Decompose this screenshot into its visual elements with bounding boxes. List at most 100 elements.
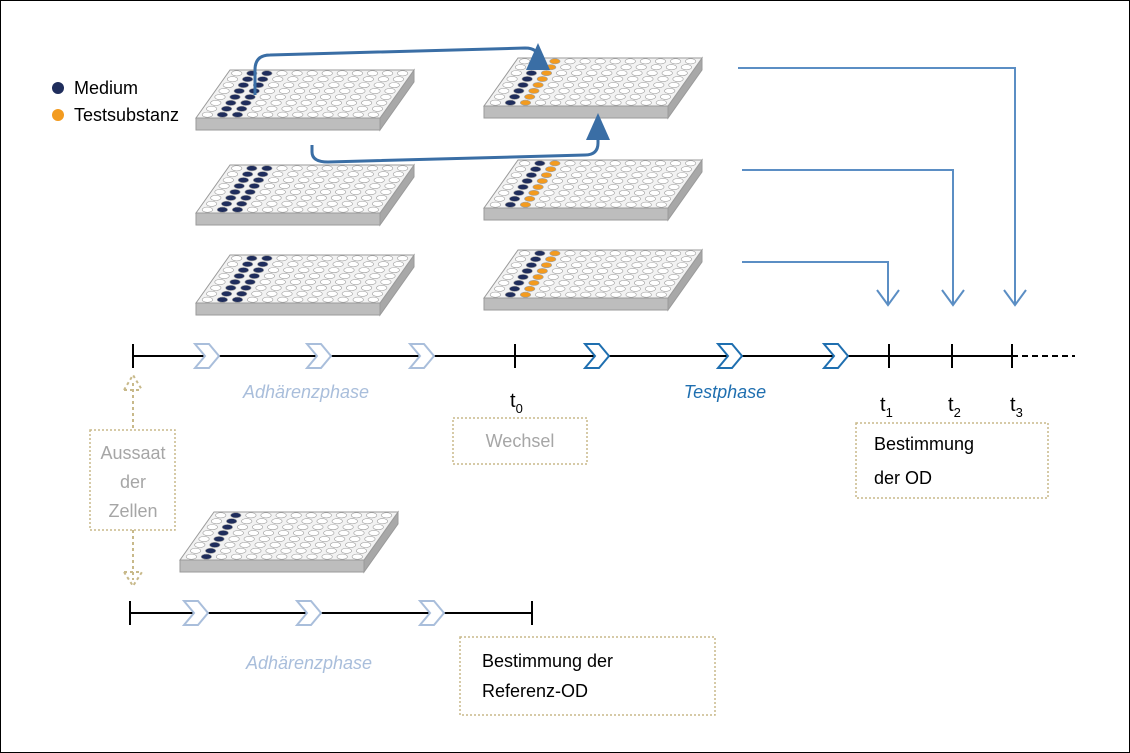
plate-well [582, 76, 594, 82]
plate-well [232, 111, 244, 118]
seeding-line-1: Aussaat [100, 443, 165, 463]
plate-well [623, 82, 635, 88]
plate-well [322, 296, 334, 303]
plate-well [244, 279, 256, 285]
plate-well [328, 177, 340, 183]
plate-well [668, 82, 680, 88]
plate-well [655, 99, 667, 106]
plate-well [605, 256, 617, 263]
plate-well [361, 100, 373, 106]
plate-well [324, 273, 336, 279]
plate-well [281, 200, 293, 207]
plate-well [268, 267, 280, 273]
plate-well [642, 178, 654, 184]
plate-adhesion-2 [195, 163, 415, 227]
plate-well [276, 70, 288, 77]
plate-well [543, 189, 555, 196]
plate-well [362, 171, 374, 178]
plate-well [579, 160, 591, 167]
plate-well [295, 547, 307, 554]
plate-well [532, 184, 544, 190]
plate-well [210, 100, 222, 106]
plate-well [582, 178, 594, 184]
plate-well [577, 274, 589, 280]
plate-well [614, 93, 626, 100]
plate-well [610, 99, 622, 106]
plate-well [551, 76, 563, 82]
plate-well [247, 530, 259, 536]
plate-well [586, 262, 598, 268]
plate-well [206, 290, 218, 297]
plate-well [233, 88, 245, 94]
plate-well [376, 194, 388, 201]
plate-well [657, 178, 669, 184]
plate-well [261, 165, 273, 172]
plate-well [569, 285, 581, 292]
plate-well [281, 290, 293, 297]
plate-well [330, 194, 342, 201]
plate-well [676, 262, 688, 268]
plate-well [521, 178, 533, 184]
plate-well [366, 512, 378, 519]
plate-well [190, 547, 202, 554]
plate-well [534, 160, 546, 167]
plate-well [270, 100, 282, 106]
plate-well [271, 518, 283, 525]
plate-well [327, 524, 339, 530]
plate-well [300, 194, 312, 201]
chevron-test [821, 343, 850, 369]
plate-well [547, 274, 559, 280]
plate-well [539, 195, 551, 202]
plate-well [545, 64, 557, 71]
plate-well [216, 553, 228, 560]
plate-well [259, 279, 271, 285]
plate-well [519, 160, 531, 167]
plate-well [616, 262, 628, 268]
seeding-arrows [123, 373, 143, 588]
plate-front-side [195, 302, 381, 316]
plate-well [545, 166, 557, 173]
plate-well [639, 250, 651, 257]
plate-top-face [179, 511, 399, 561]
plate-well [214, 94, 226, 100]
plate-well [672, 268, 684, 274]
plate-well [517, 82, 529, 88]
arrowhead-t1 [876, 289, 900, 307]
plate-well [509, 195, 521, 202]
t2-base: t [948, 394, 954, 416]
plate-well [513, 88, 525, 94]
plate-well [502, 274, 514, 280]
plate-well [335, 279, 347, 285]
plate-well [321, 553, 333, 560]
seeding-box-frame [89, 429, 176, 531]
plate-well [251, 200, 263, 207]
plate-well [317, 261, 329, 268]
plate-well [502, 184, 514, 190]
plate-well [349, 536, 361, 542]
plate-well [625, 201, 637, 208]
plate-well [246, 165, 258, 172]
plate-well [609, 160, 621, 167]
plate-well [562, 274, 574, 280]
plate-well [623, 274, 635, 280]
plate-well [227, 171, 239, 178]
plate-well [229, 94, 241, 100]
plate-well [361, 284, 373, 291]
plate-well [224, 542, 236, 548]
plate-well [680, 64, 692, 71]
plate-well [646, 172, 658, 178]
plate-well [350, 512, 362, 519]
plate-well [556, 172, 568, 178]
plate-well [573, 279, 585, 286]
plate-well [599, 285, 611, 292]
plate-well [216, 206, 228, 213]
plate-well [633, 189, 645, 196]
plate-well [612, 178, 624, 184]
plate-well [242, 76, 254, 83]
plate-well [644, 195, 656, 202]
plate-well [361, 194, 373, 201]
plate-well [326, 290, 338, 297]
plate-well [237, 267, 249, 273]
plate-well [256, 518, 268, 525]
route-to-t3 [738, 67, 1016, 305]
